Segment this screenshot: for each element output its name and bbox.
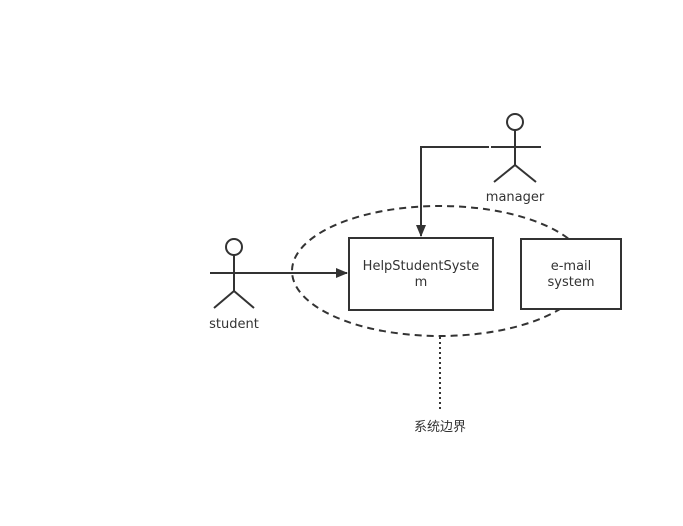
help-student-system-box[interactable] bbox=[348, 237, 494, 311]
help-student-system-line2: m bbox=[414, 275, 428, 290]
system-boundary-label: 系统边界 bbox=[413, 420, 466, 435]
email-system-line2: system bbox=[547, 275, 595, 290]
student-label: student bbox=[209, 317, 259, 332]
manager-to-system-arrow bbox=[416, 146, 489, 237]
email-system-text: e-mail system bbox=[521, 259, 621, 291]
help-student-system-text: HelpStudentSyste m bbox=[349, 259, 493, 291]
help-student-system-line1: HelpStudentSyste bbox=[362, 259, 480, 274]
student-actor-icon[interactable] bbox=[210, 238, 258, 309]
email-system-box[interactable] bbox=[520, 238, 622, 310]
manager-actor-icon[interactable] bbox=[491, 113, 541, 183]
email-system-line1: e-mail bbox=[550, 259, 592, 274]
manager-label: manager bbox=[485, 190, 545, 205]
